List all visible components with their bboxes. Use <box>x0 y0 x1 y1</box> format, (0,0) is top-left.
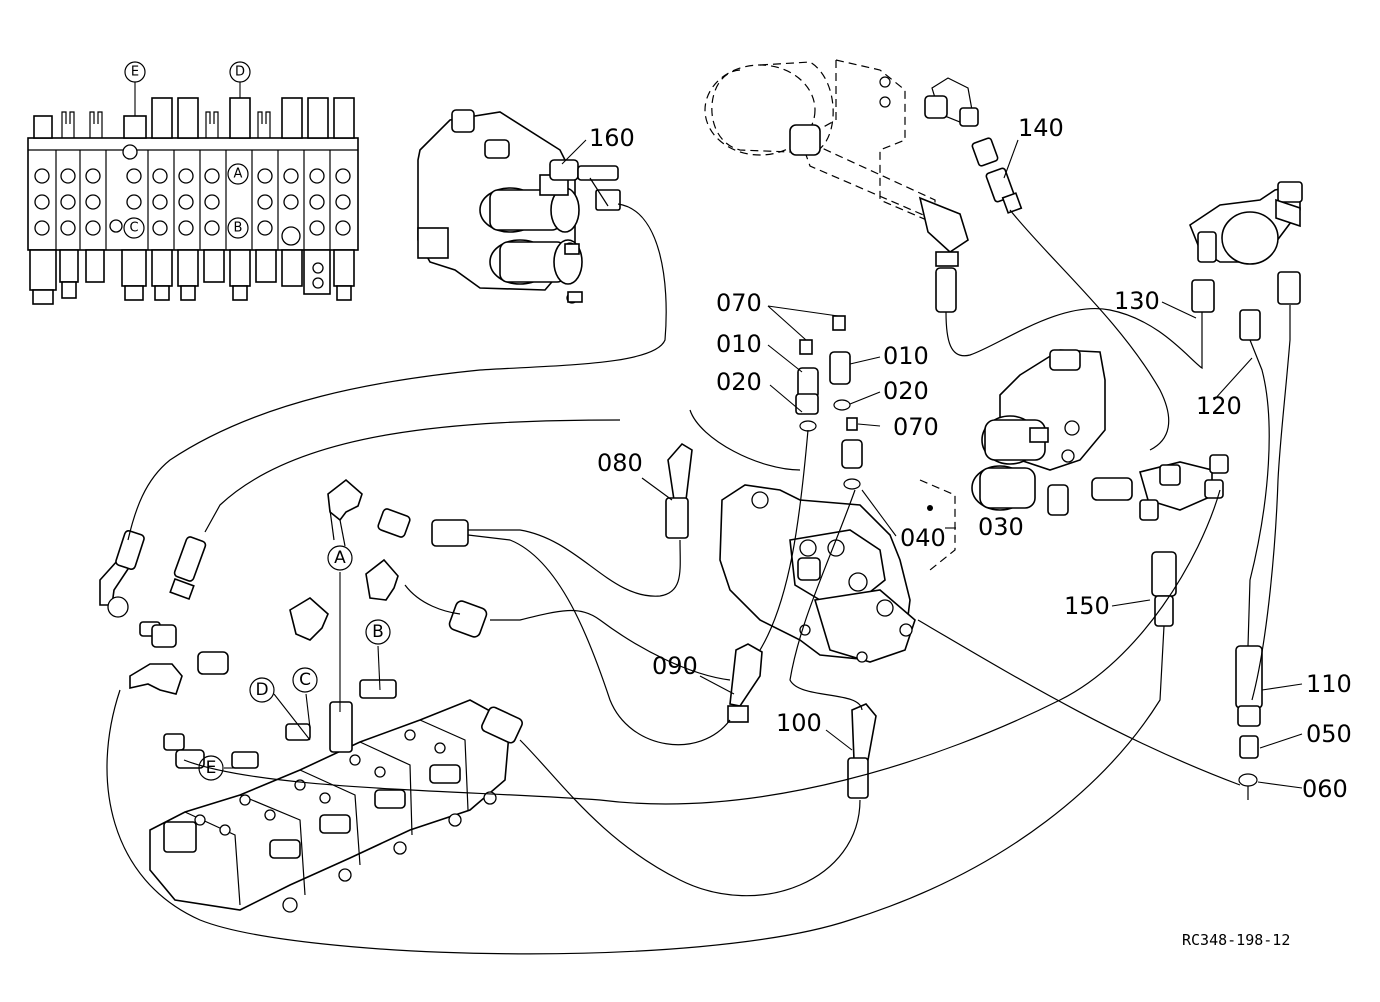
callout-040: 040 <box>900 524 946 552</box>
motor-bracket-assembly <box>704 59 979 267</box>
svg-text:C: C <box>299 670 311 690</box>
fittings-010-020-070 <box>795 315 863 490</box>
callout-120: 120 <box>1196 392 1242 420</box>
hydraulic-pump <box>719 484 916 663</box>
callout-010-left: 010 <box>716 330 762 358</box>
svg-text:B: B <box>234 221 243 236</box>
port-callout-C: C <box>292 667 318 729</box>
callout-080: 080 <box>597 449 643 477</box>
port-callout-E: E <box>198 755 240 781</box>
svg-text:D: D <box>255 680 268 700</box>
callout-020-left: 020 <box>716 368 762 396</box>
inset-port-E: E <box>124 61 146 83</box>
inset-port-B: B <box>227 217 249 239</box>
svg-text:C: C <box>129 221 138 236</box>
callout-070-top: 070 <box>716 289 762 317</box>
elbow-fittings-abc <box>289 478 523 744</box>
callout-060: 060 <box>1302 775 1348 803</box>
svg-text:E: E <box>131 65 139 80</box>
callout-050: 050 <box>1306 720 1352 748</box>
left-fittings <box>99 530 229 769</box>
callout-010-right: 010 <box>883 342 929 370</box>
callout-130: 130 <box>1114 287 1160 315</box>
inset-port-D: D <box>229 61 251 83</box>
svg-text:E: E <box>206 758 217 778</box>
port-callout-A: A <box>327 545 353 712</box>
group-bracket-030 <box>919 479 956 571</box>
port-callout-D: D <box>249 677 311 741</box>
svg-text:A: A <box>234 167 243 182</box>
inset-port-A: A <box>227 163 249 185</box>
right-valve-120-130 <box>1189 181 1303 341</box>
valve-bank-ports <box>34 144 351 289</box>
inset-port-C: C <box>123 217 145 239</box>
hose-fittings <box>665 267 1263 799</box>
svg-text:D: D <box>235 65 245 80</box>
main-control-valve <box>149 679 511 913</box>
hydraulic-hoses <box>106 203 1291 955</box>
drawing-code: RC348-198-12 <box>1182 931 1290 949</box>
valve-bank-inset: E D A B C <box>27 61 359 305</box>
callout-020-right: 020 <box>883 377 929 405</box>
callout-030: 030 <box>978 513 1024 541</box>
fitting-140 <box>971 137 1023 214</box>
port-callout-B: B <box>365 619 391 691</box>
solenoid-valve-160 <box>417 109 621 304</box>
callout-100: 100 <box>776 709 822 737</box>
callout-070-lower: 070 <box>893 413 939 441</box>
svg-text:A: A <box>334 548 346 568</box>
callout-110: 110 <box>1306 670 1352 698</box>
callout-140: 140 <box>1018 114 1064 142</box>
callout-090: 090 <box>652 652 698 680</box>
svg-text:B: B <box>372 622 384 642</box>
callout-160: 160 <box>589 124 635 152</box>
leader-lines <box>561 139 1303 789</box>
callout-150: 150 <box>1064 592 1110 620</box>
valve-block-030 <box>971 349 1229 521</box>
